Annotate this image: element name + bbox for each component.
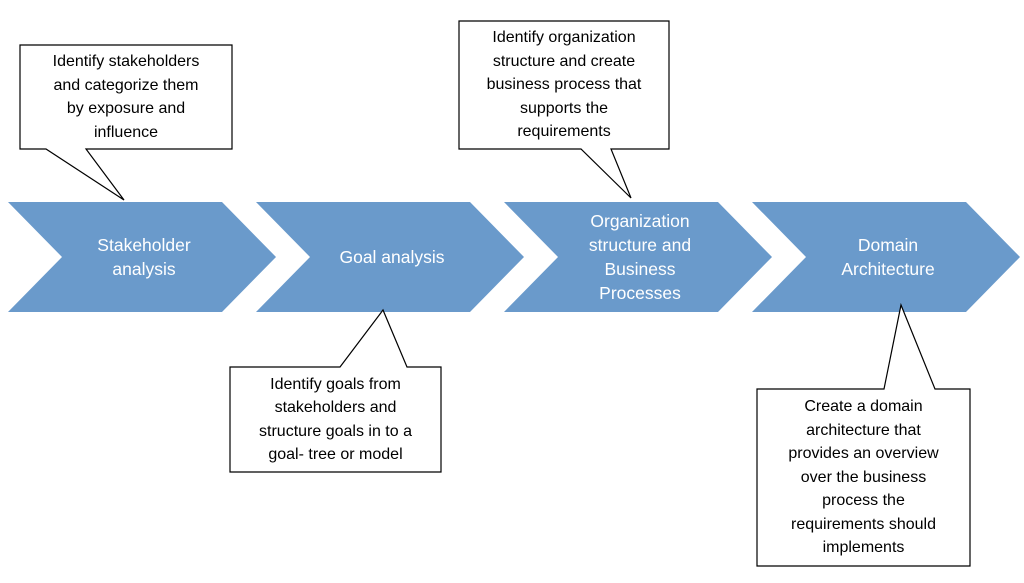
callout-box-2 bbox=[229, 308, 442, 473]
step-4-label: Domain Architecture bbox=[841, 235, 935, 279]
chevron-step-4 bbox=[752, 202, 1020, 312]
callout-box-1 bbox=[19, 44, 233, 201]
callout-text-4: Create a domain architecture that provid… bbox=[788, 398, 939, 557]
callout-text-2: Identify goals from stakeholders and str… bbox=[259, 375, 412, 464]
callout-box-3 bbox=[458, 20, 670, 199]
chevron-step-1 bbox=[8, 202, 276, 312]
chevron-step-3 bbox=[504, 202, 772, 312]
step-3-label: Organization structure and Business Proc… bbox=[588, 211, 692, 303]
step-1-label: Stakeholder analysis bbox=[97, 235, 191, 279]
callout-text-1: Identify stakeholders and categorize the… bbox=[52, 53, 200, 141]
step-2-label: Goal analysis bbox=[339, 247, 445, 267]
callout-text-3: Identify organization structure and crea… bbox=[486, 29, 642, 141]
callout-box-4 bbox=[756, 302, 971, 567]
chevron-step-2 bbox=[256, 202, 524, 312]
